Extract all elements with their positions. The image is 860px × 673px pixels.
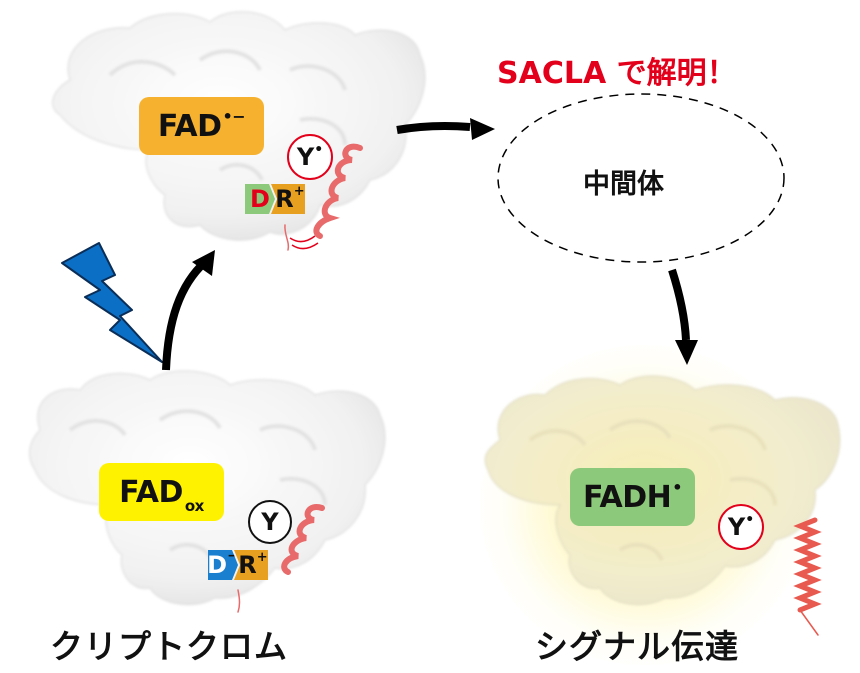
fad-label: FAD (157, 108, 222, 144)
fad-charge: •− (222, 106, 246, 126)
asp-arg-pair-top: D R+ (245, 184, 305, 214)
aspartate-neutral: D (245, 184, 275, 214)
arg-resting-charge: + (256, 549, 268, 565)
fadh-radical-dot: • (672, 477, 682, 497)
aspartate-anion: D− (208, 550, 238, 580)
cryptochrome-label: クリプトクロム (50, 627, 288, 666)
tyrosine-label: Y (296, 143, 315, 171)
arrow-photoexcited-to-intermediate (396, 118, 495, 140)
fadh-label: FADH (582, 479, 672, 515)
arrow-intermediate-to-signaling (668, 268, 698, 365)
helix-resting (237, 504, 325, 613)
tyrosine-resting-label: Y (261, 508, 279, 536)
tyrosine-radical-dot: • (314, 142, 324, 158)
arginine-resting: R+ (234, 550, 268, 580)
vibration-marks (289, 235, 319, 250)
asp-resting-charge: − (227, 548, 239, 564)
intermediate-ellipse (497, 93, 785, 263)
tyrosine-signaling-dot: • (745, 512, 755, 528)
fad-ox-label: FAD (119, 474, 183, 510)
headline-sacla: SACLA で解明！ (497, 56, 737, 91)
intermediate-label: 中間体 (583, 169, 664, 200)
arrow-resting-to-photoexcited (162, 250, 215, 371)
helix-signaling (793, 517, 822, 636)
tyrosine-resting: Y (248, 500, 292, 544)
arg-charge: + (293, 183, 305, 199)
fad-ox-subscript: ox (184, 497, 204, 515)
arg-label: R (275, 185, 294, 213)
arginine-top: R+ (271, 184, 305, 214)
tyrosine-signaling-label: Y (727, 513, 746, 541)
asp-label: D (250, 185, 270, 213)
fad-radical-anion-box: FAD•− (139, 97, 264, 155)
signal-transduction-label: シグナル伝達 (535, 627, 739, 666)
tyrosine-radical-signaling: Y• (718, 504, 764, 550)
lightning-bolt-icon (61, 242, 163, 363)
asp-resting-label: D (207, 551, 228, 579)
helix-photoexcited (284, 143, 363, 251)
fadh-radical-box: FADH• (570, 468, 695, 526)
arg-resting-label: R (238, 551, 257, 579)
asp-arg-pair-resting: D− R+ (208, 550, 268, 580)
tyrosine-radical-top: Y• (287, 134, 333, 180)
